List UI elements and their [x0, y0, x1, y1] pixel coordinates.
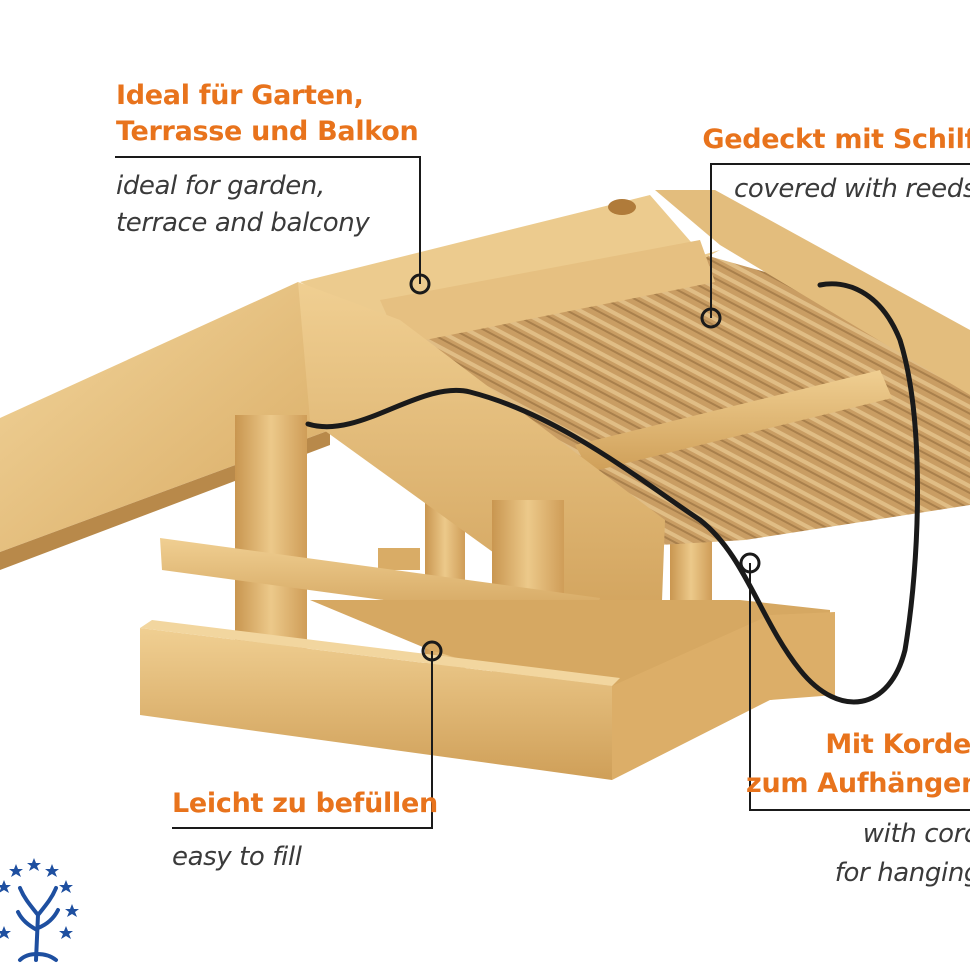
gable-board-front: [298, 282, 665, 655]
leader-line-fill: [172, 651, 433, 829]
callout-cord-title-1: Mit Kordel: [825, 729, 970, 760]
callout-fill-title: Leicht zu befüllen: [172, 788, 438, 819]
callout-cord-title-2: zum Aufhängen: [746, 768, 970, 799]
roof-edge-right: [655, 190, 970, 395]
base-tray-right: [612, 612, 835, 780]
tree-with-stars-logo: [0, 858, 79, 962]
hanging-cord: [305, 281, 920, 705]
base-tray-front: [140, 628, 612, 780]
callout-garden-title-1: Ideal für Garten,: [116, 80, 364, 111]
callout-cord-sub-1: with cord: [862, 819, 970, 849]
back-rail: [378, 548, 420, 570]
leader-line-reeds: [710, 163, 970, 318]
leader-line-garden: [115, 156, 421, 284]
front-post-left: [235, 415, 307, 650]
callout-fill-sub: easy to fill: [172, 842, 302, 872]
callout-garden-sub-2: terrace and balcony: [116, 208, 370, 238]
callout-cord-sub-2: for hanging: [834, 858, 970, 888]
roof-left-slope: [0, 282, 330, 552]
callout-reeds-title: Gedeckt mit Schilf: [702, 124, 970, 155]
callout-garden-sub-1: ideal for garden,: [116, 171, 325, 201]
wood-knot: [608, 199, 636, 215]
anchor-cord: [739, 552, 761, 574]
roof-ridge-inner: [380, 240, 715, 345]
leader-line-cord: [749, 563, 970, 811]
roof-slat: [575, 370, 892, 472]
base-tray-top-edge: [140, 620, 620, 686]
anchor-fill: [421, 640, 443, 662]
anchor-garden: [409, 273, 431, 295]
anchor-reeds: [700, 307, 722, 329]
callout-reeds-sub: covered with reeds: [734, 174, 970, 204]
callout-garden-title-2: Terrasse und Balkon: [116, 116, 419, 147]
